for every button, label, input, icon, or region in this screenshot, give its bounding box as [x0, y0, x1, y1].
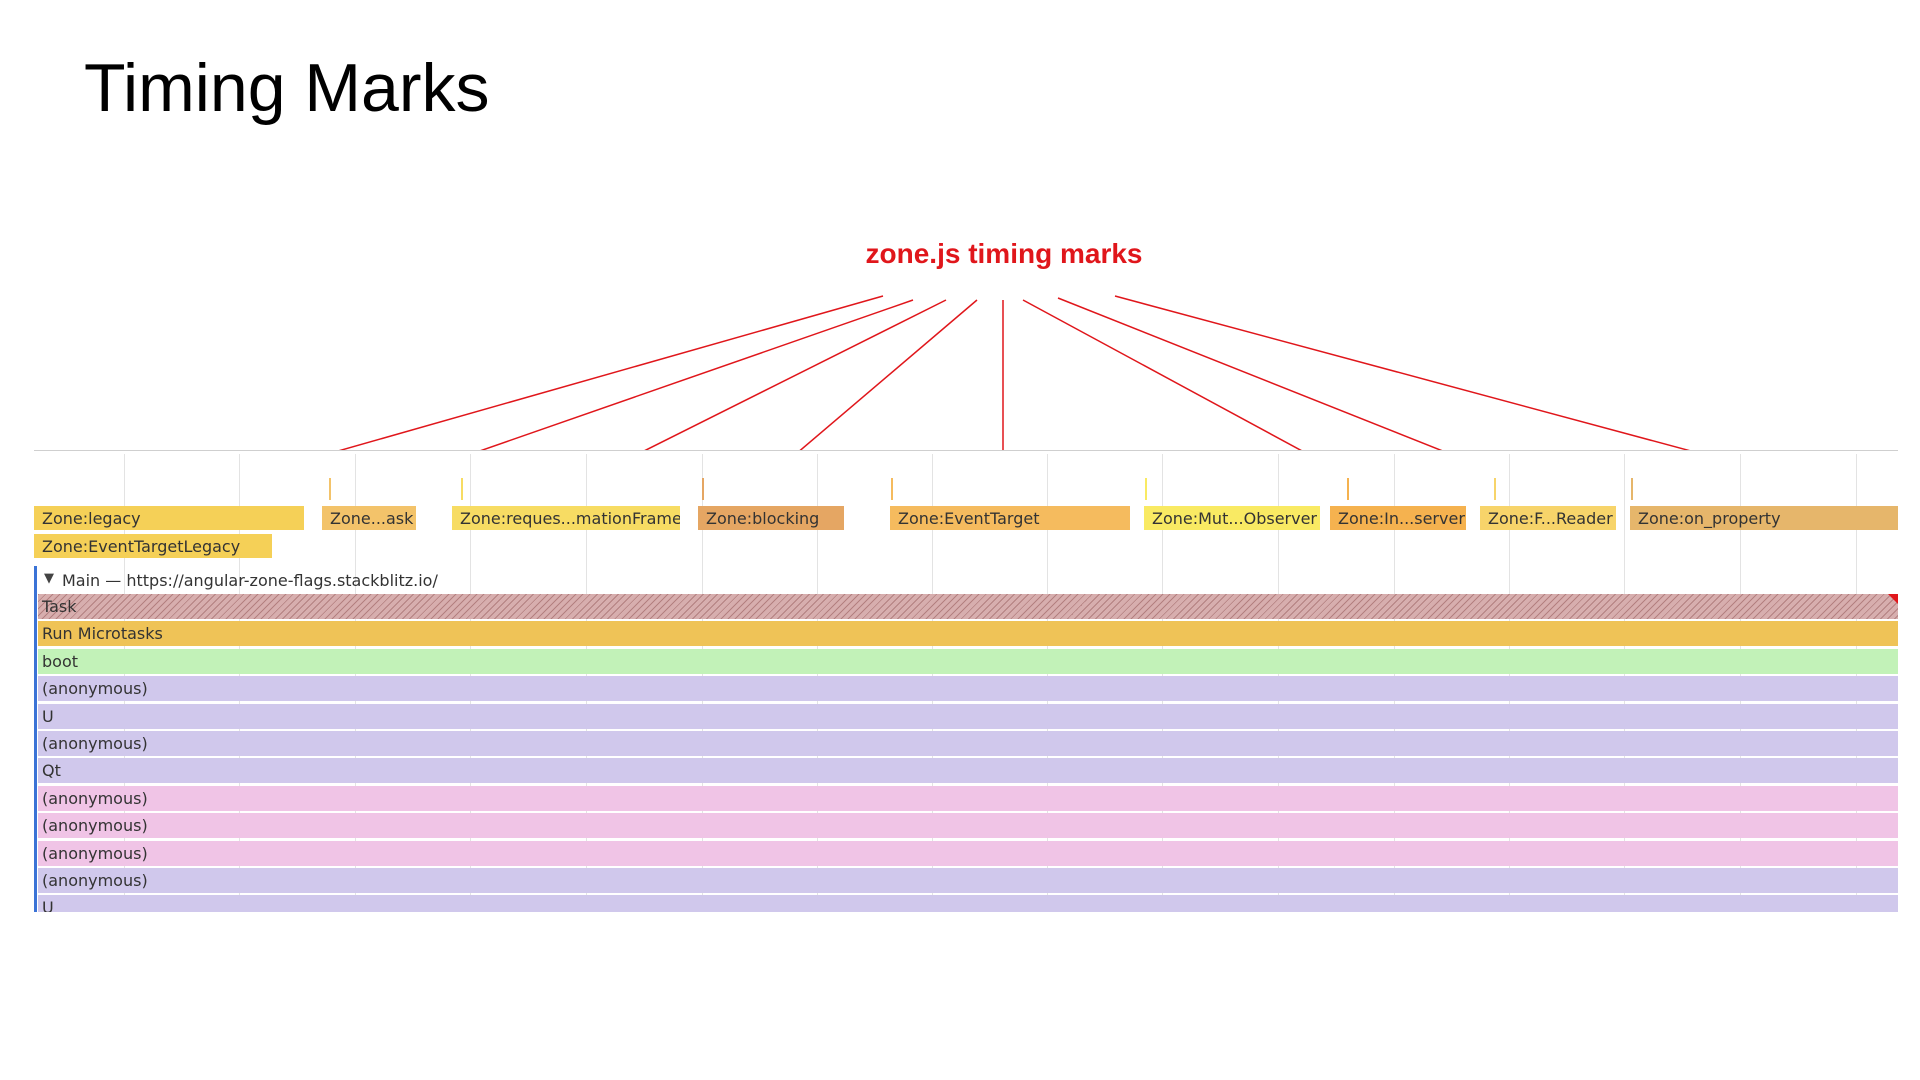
timing-mark-tick — [702, 478, 704, 500]
timing-mark[interactable]: Zone:legacy — [34, 506, 304, 530]
flame-row[interactable]: (anonymous) — [38, 676, 1898, 702]
flame-row-label: U — [42, 706, 54, 726]
flame-row-label: Qt — [42, 761, 61, 781]
main-thread-header[interactable]: ▼ Main — https://angular-zone-flags.stac… — [34, 568, 1898, 594]
timing-mark[interactable]: Zone...ask — [322, 506, 416, 530]
main-thread-accent — [34, 566, 37, 912]
flame-row-label: (anonymous) — [42, 871, 148, 890]
timing-mark-tick — [891, 478, 893, 500]
flame-row-label: U — [42, 898, 54, 912]
timing-mark-tick — [1631, 478, 1633, 500]
flame-row[interactable]: (anonymous) — [38, 840, 1898, 866]
timing-mark-tick — [1494, 478, 1496, 500]
flame-row[interactable]: (anonymous) — [38, 785, 1898, 811]
timing-mark[interactable]: Zone:on_property — [1630, 506, 1898, 530]
timing-mark-tick — [329, 478, 331, 500]
flame-row-label: (anonymous) — [42, 816, 148, 836]
flame-row[interactable]: Run Microtasks — [38, 621, 1898, 647]
annotation-label: zone.js timing marks — [865, 238, 1143, 269]
flame-row[interactable]: (anonymous) — [38, 813, 1898, 839]
timing-mark-tick — [1145, 478, 1147, 500]
flame-row-label: (anonymous) — [42, 788, 148, 808]
flame-row[interactable]: U — [38, 895, 1898, 912]
flame-row-label: Task — [42, 597, 77, 616]
long-task-warning-icon — [1888, 594, 1898, 604]
flame-row[interactable]: (anonymous) — [38, 731, 1898, 756]
flame-row-task[interactable]: Task — [38, 594, 1898, 619]
main-thread-label: Main — https://angular-zone-flags.stackb… — [62, 571, 438, 590]
timeline-top-divider — [34, 450, 1898, 451]
flame-row-label: (anonymous) — [42, 734, 148, 753]
flame-row-label: (anonymous) — [42, 843, 148, 863]
flame-row[interactable]: (anonymous) — [38, 868, 1898, 893]
flame-row[interactable]: U — [38, 703, 1898, 729]
flame-row[interactable]: boot — [38, 648, 1898, 674]
timing-mark[interactable]: Zone:EventTarget — [890, 506, 1130, 530]
timing-mark[interactable]: Zone:reques...mationFrame — [452, 506, 680, 530]
timing-mark[interactable]: Zone:Mut...Observer — [1144, 506, 1320, 530]
timing-mark[interactable]: Zone:In...server — [1330, 506, 1466, 530]
flame-row-label: boot — [42, 651, 79, 671]
collapse-triangle-icon[interactable]: ▼ — [44, 571, 54, 586]
timing-mark-tick — [1347, 478, 1349, 500]
slide-title: Timing Marks — [84, 50, 490, 126]
timing-mark-tick — [461, 478, 463, 500]
timing-mark[interactable]: Zone:F...Reader — [1480, 506, 1616, 530]
flame-row-label: (anonymous) — [42, 679, 148, 699]
flame-row[interactable]: Qt — [38, 758, 1898, 784]
timing-mark[interactable]: Zone:blocking — [698, 506, 844, 530]
timing-mark[interactable]: Zone:EventTargetLegacy — [34, 534, 272, 558]
flame-row-label: Run Microtasks — [42, 624, 163, 644]
